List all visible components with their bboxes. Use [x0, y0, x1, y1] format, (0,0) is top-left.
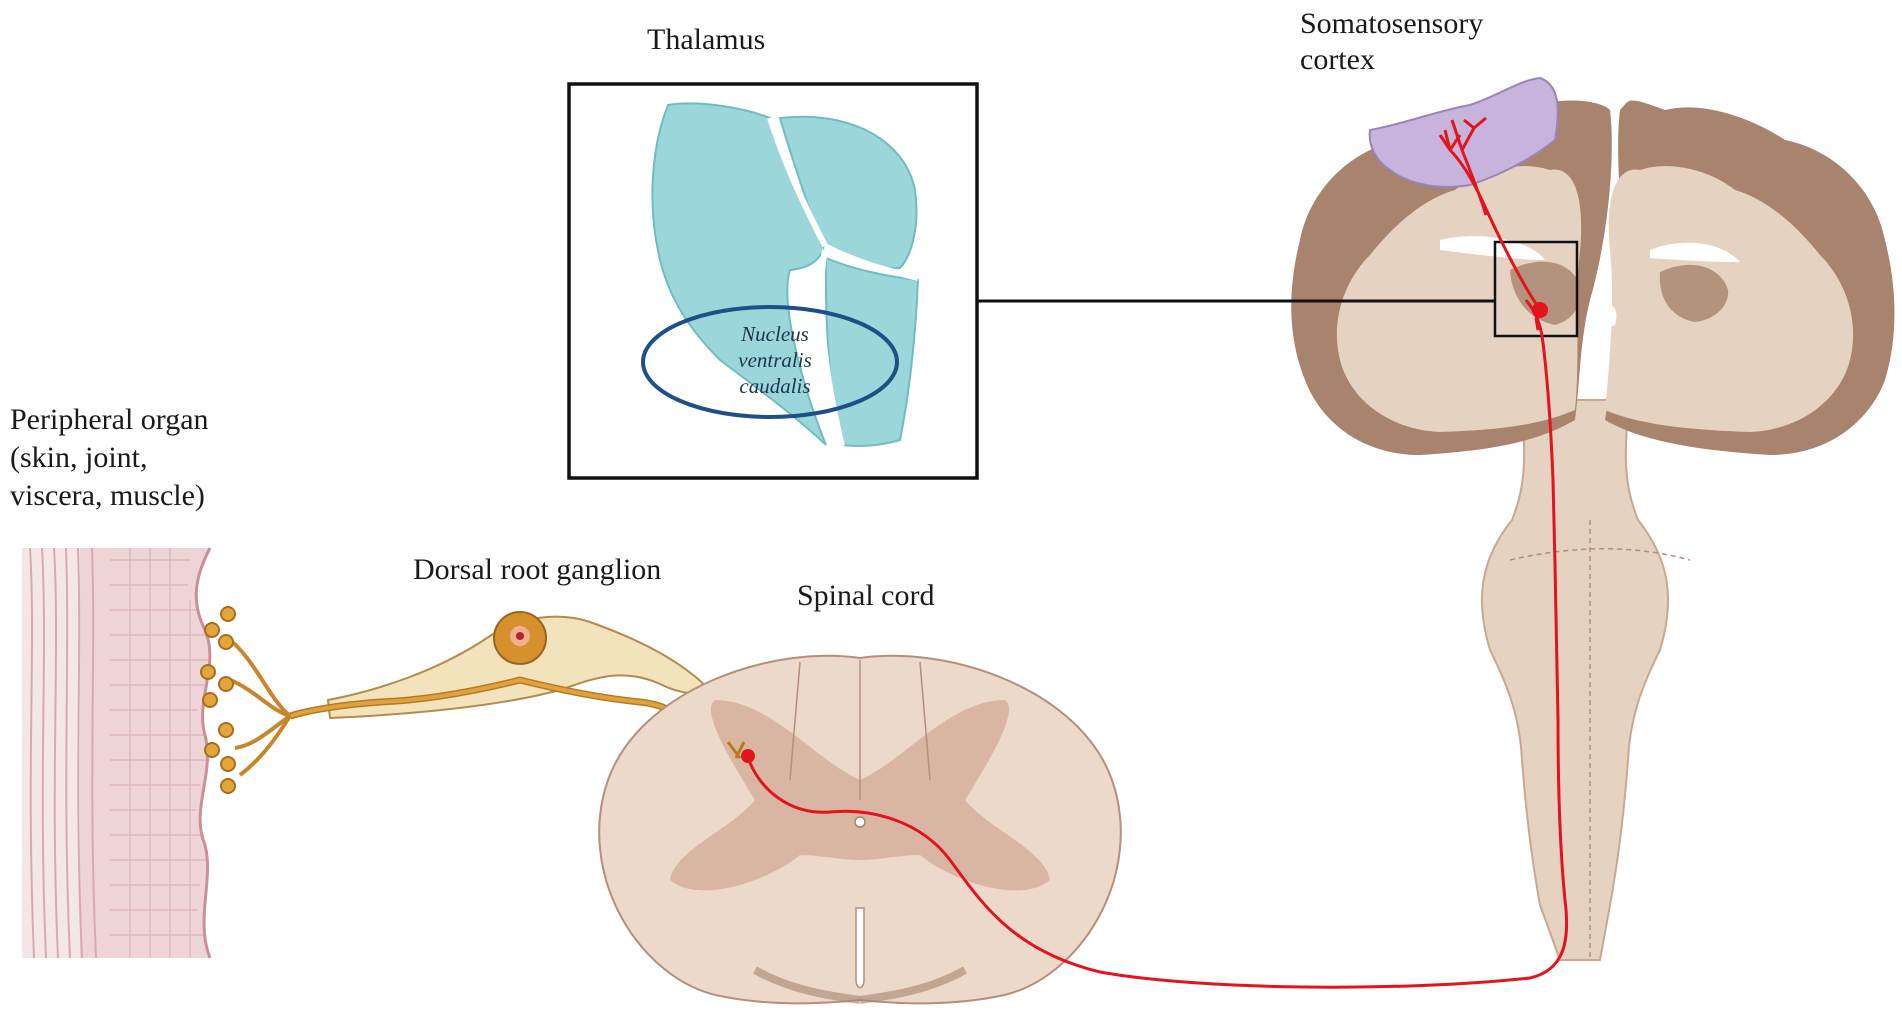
- ascending-pain-pathway: [726, 116, 1569, 989]
- thalamus-label: Thalamus: [647, 23, 766, 56]
- nucleus-label-line2: ventralis: [738, 348, 812, 372]
- nucleus-label-line3: caudalis: [739, 374, 811, 398]
- dorsal-root-ganglion: [200, 606, 712, 794]
- thalamus-inset: [567, 82, 979, 480]
- peripheral-organ-label-line2: (skin, joint,: [10, 441, 148, 474]
- peripheral-skin-tissue: [22, 547, 212, 959]
- peripheral-organ-label-line1: Peripheral organ: [10, 403, 209, 436]
- nucleus-label-line1: Nucleus: [741, 322, 809, 346]
- somatosensory-cortex-label-line1: Somatosensory: [1300, 7, 1484, 40]
- somatosensory-cortex-label-line2: cortex: [1300, 43, 1375, 76]
- brain-coronal-section: [1291, 76, 1895, 961]
- peripheral-organ-label-line3: viscera, muscle): [10, 479, 205, 512]
- dorsal-root-ganglion-label: Dorsal root ganglion: [413, 553, 662, 586]
- spinal-cord-label: Spinal cord: [797, 579, 935, 612]
- nucleus-ventralis-caudalis-outline: [641, 305, 899, 419]
